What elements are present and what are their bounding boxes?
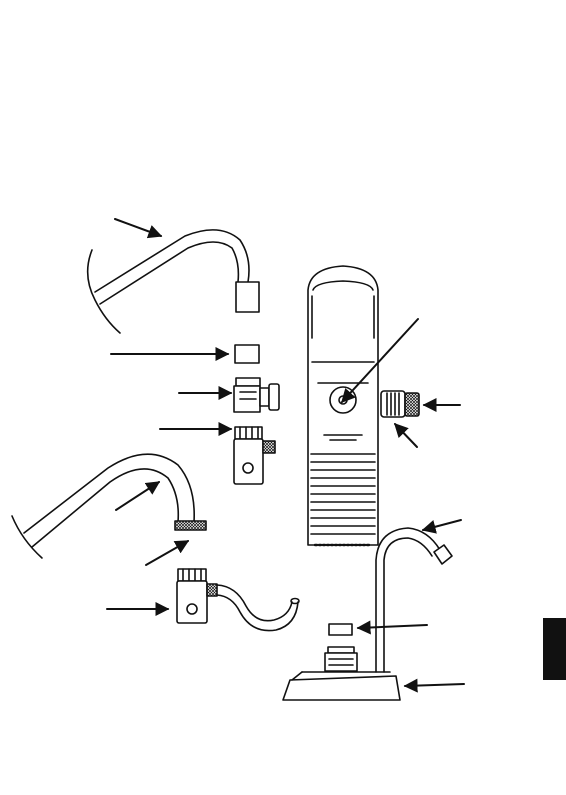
outlet-fitting — [381, 391, 419, 417]
callout-arrow — [405, 684, 464, 686]
callout-arrow — [358, 625, 427, 628]
callout-arrow — [116, 482, 159, 510]
callout-arrow — [115, 219, 161, 236]
callout-arrow — [146, 541, 188, 565]
diverter-adapter — [234, 378, 279, 412]
filter-unit — [308, 266, 378, 545]
section-tab-marker — [543, 618, 566, 680]
callout-arrow — [423, 520, 461, 530]
faucet-spout-upper — [88, 230, 259, 333]
faucet-stand — [283, 528, 452, 700]
faucet-spout-lower — [12, 454, 206, 558]
diverter-valve-upper — [234, 427, 275, 484]
callout-arrow — [395, 424, 417, 447]
aerator-washer — [235, 345, 259, 363]
callout-arrows — [107, 219, 464, 686]
diverter-valve-lower — [177, 569, 299, 631]
